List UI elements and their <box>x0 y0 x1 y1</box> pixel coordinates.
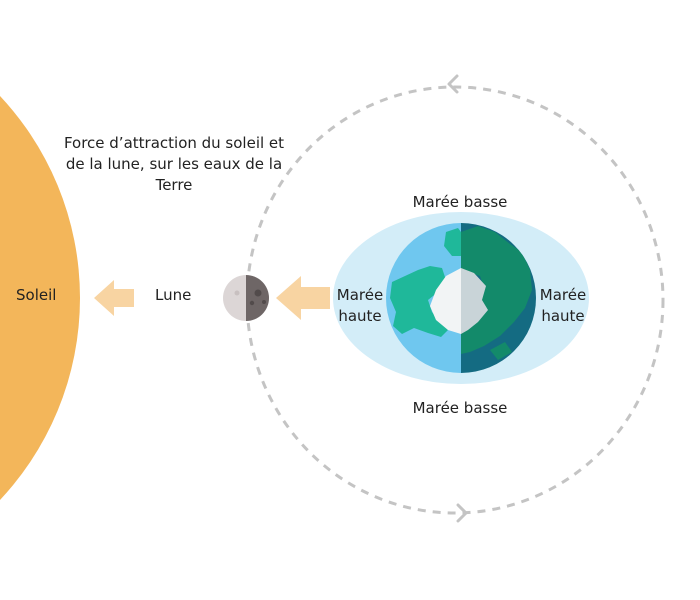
sun-label: Soleil <box>16 286 57 304</box>
diagram-title: Force d’attraction du soleil et de la lu… <box>63 134 285 194</box>
high-tide-left-line2: haute <box>338 307 382 325</box>
high-tide-left-line1: Marée <box>336 286 384 304</box>
high-tide-right-line2: haute <box>541 307 585 325</box>
earth <box>386 223 536 373</box>
high-tide-left-label: Marée haute <box>331 285 389 327</box>
low-tide-bottom-label: Marée basse <box>412 399 508 417</box>
arrow-to-sun <box>94 280 134 316</box>
low-tide-top-label: Marée basse <box>412 193 508 211</box>
moon-label: Lune <box>155 286 192 304</box>
sun <box>0 96 80 500</box>
orbit-arrowhead-bottom <box>456 503 468 523</box>
high-tide-right-label: Marée haute <box>533 285 593 327</box>
arrow-to-moon <box>276 276 330 320</box>
orbit-arrowhead-top <box>447 74 459 94</box>
high-tide-right-line1: Marée <box>539 286 587 304</box>
moon <box>223 275 269 321</box>
